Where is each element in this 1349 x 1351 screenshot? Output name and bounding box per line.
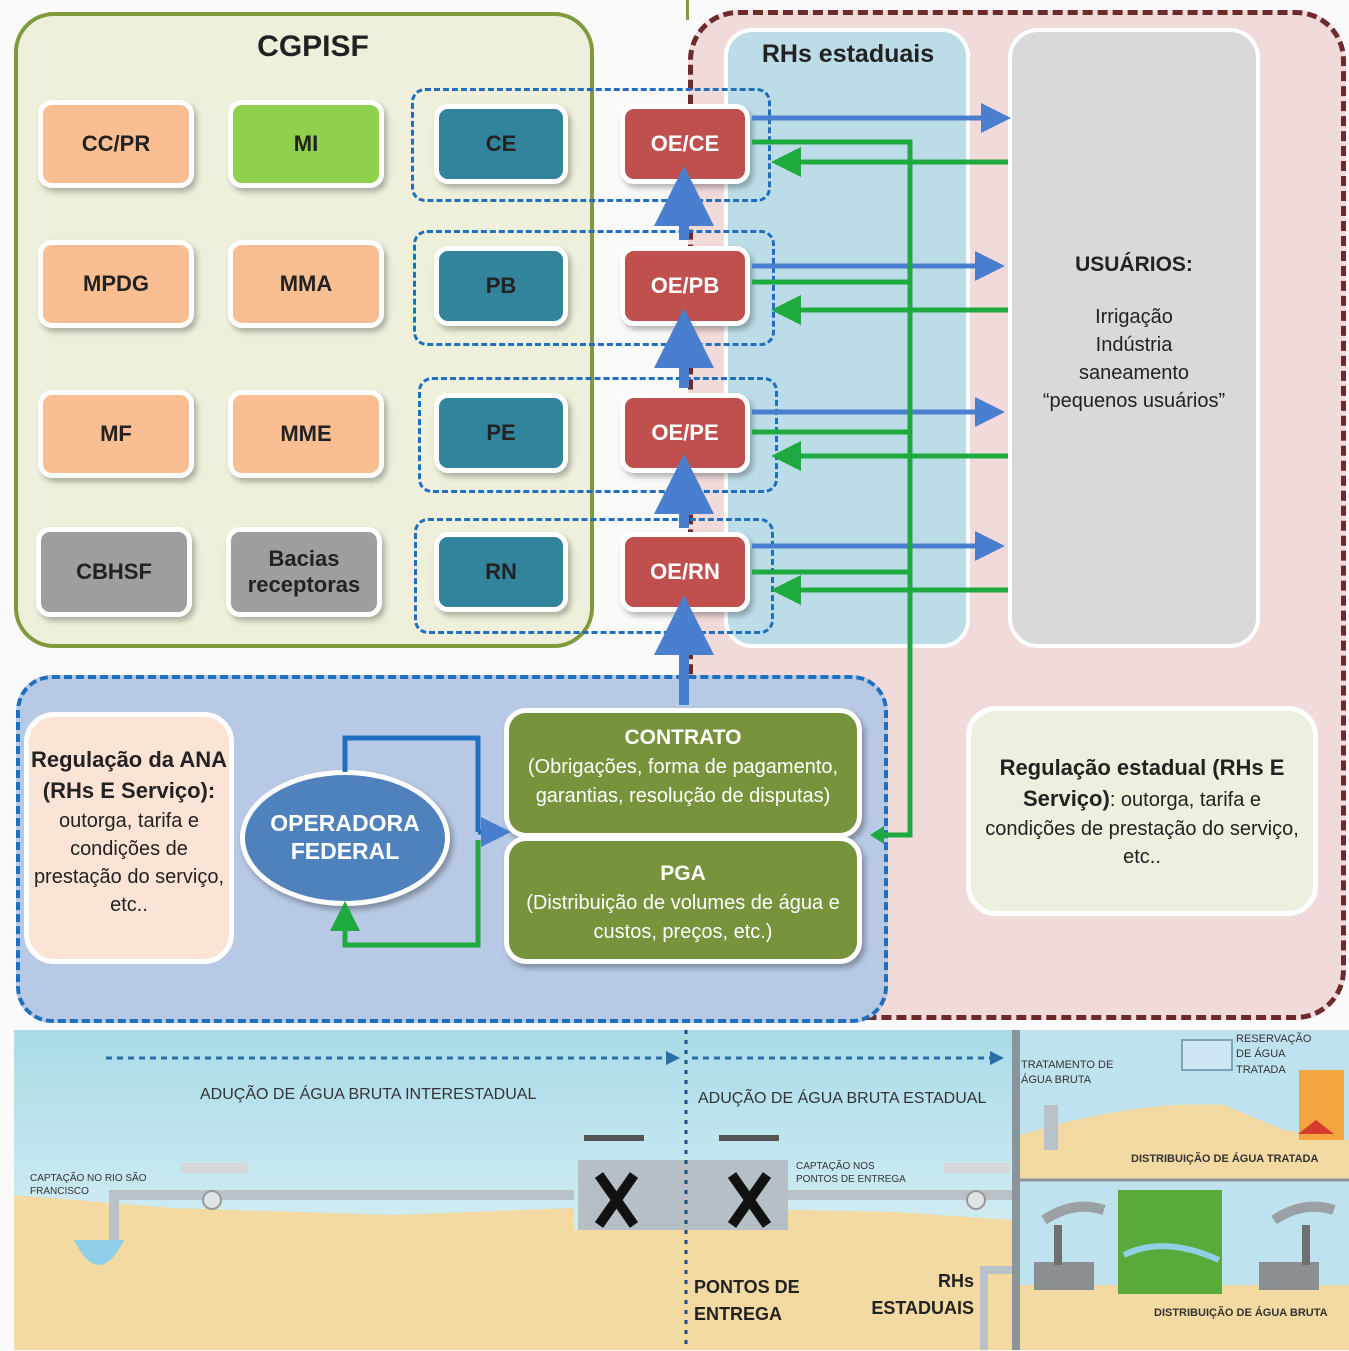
pga-box: PGA (Distribuição de volumes de água e c… <box>504 836 862 964</box>
green-arrows-from-users <box>771 147 1008 605</box>
box-mi: MI <box>228 100 384 188</box>
box-state-pe: PE <box>434 393 568 473</box>
top-divider <box>686 0 689 20</box>
green-bus-to-contract <box>752 139 913 838</box>
treatment-label: TRATAMENTO DE ÁGUA BRUTA <box>1021 1059 1114 1087</box>
ana-regulation-box: Regulação da ANA (RHs E Serviço): outorg… <box>24 712 234 964</box>
box-mf: MF <box>38 390 194 478</box>
green-operator-loop <box>330 840 481 948</box>
group-pb <box>413 230 775 346</box>
federal-operator: OPERADORA FEDERAL <box>240 770 450 906</box>
dist-raw-label: DISTRIBUIÇÃO DE ÁGUA BRUTA <box>1154 1307 1328 1319</box>
contract-title: CONTRATO <box>624 726 742 749</box>
box-cbhsf: CBHSF <box>36 527 192 617</box>
rhs-title: RHs estaduais <box>761 40 935 68</box>
ana-regulation-title: Regulação da ANA (RHs E Serviço): <box>30 747 227 803</box>
users-panel <box>1008 28 1260 648</box>
ana-regulation-text: outorga, tarifa e condições de prestação… <box>33 809 225 916</box>
contract-text: (Obrigações, forma de pagamento, garanti… <box>527 756 839 808</box>
state-regulation-text: : outorga, tarifa e condições de prestaç… <box>985 788 1299 868</box>
group-pe <box>418 377 778 493</box>
pga-text: (Distribuição de volumes de água e custo… <box>526 892 840 944</box>
users-item-industry: Indústria <box>1095 334 1173 357</box>
delivery-points-label: PONTOS DE ENTREGA <box>694 1277 800 1324</box>
capture-points-label: CAPTAÇÃO NOS PONTOS DE ENTREGA <box>796 1161 906 1185</box>
green-arrowhead-contract <box>870 826 884 844</box>
pga-title: PGA <box>660 862 706 885</box>
contract-box: CONTRATO (Obrigações, forma de pagamento… <box>504 708 862 838</box>
blue-operator-loop <box>342 735 481 832</box>
interstate-label: ADUÇÃO DE ÁGUA BRUTA INTERESTADUAL <box>200 1086 537 1103</box>
box-mpdg: MPDG <box>38 240 194 328</box>
box-oe-pb: OE/PB <box>620 246 750 326</box>
blue-arrows-to-users <box>752 103 1011 561</box>
users-title: USUÁRIOS: <box>1075 253 1193 276</box>
water-transport-illustration: ADUÇÃO DE ÁGUA BRUTA INTERESTADUAL ADUÇÃ… <box>14 1030 1349 1350</box>
group-ce <box>411 88 771 202</box>
box-mma: MMA <box>228 240 384 328</box>
box-mme: MME <box>228 390 384 478</box>
box-bacias-receptoras: Bacias receptoras <box>226 527 382 617</box>
box-state-ce: CE <box>434 104 568 184</box>
capture-river-label: CAPTAÇÃO NO RIO SÃO FRANCISCO <box>30 1173 147 1197</box>
box-state-pb: PB <box>434 246 568 326</box>
connector-arrows <box>330 103 1011 948</box>
rhs-states-label: RHs ESTADUAIS <box>871 1271 974 1318</box>
state-regulation-box: Regulação estadual (RHs E Serviço): outo… <box>966 706 1318 916</box>
box-cc-pr: CC/PR <box>38 100 194 188</box>
users-item-irrigation: Irrigação <box>1095 306 1173 329</box>
box-state-rn: RN <box>434 532 568 612</box>
reservation-label: RESERVAÇÃO DE ÁGUA TRATADA <box>1236 1033 1312 1076</box>
users-item-sanitation: saneamento <box>1078 362 1190 385</box>
users-item-small: “pequenos usuários” <box>1042 390 1226 413</box>
state-regulation-title: Regulação estadual (RHs E Serviço) <box>999 755 1285 811</box>
dist-treated-label: DISTRIBUIÇÃO DE ÁGUA TRATADA <box>1131 1153 1319 1165</box>
cgpisf-title: CGPISF <box>257 30 369 63</box>
users-text: USUÁRIOS: Irrigação Indústria saneamento… <box>1012 250 1256 415</box>
state-label: ADUÇÃO DE ÁGUA BRUTA ESTADUAL <box>698 1090 987 1107</box>
